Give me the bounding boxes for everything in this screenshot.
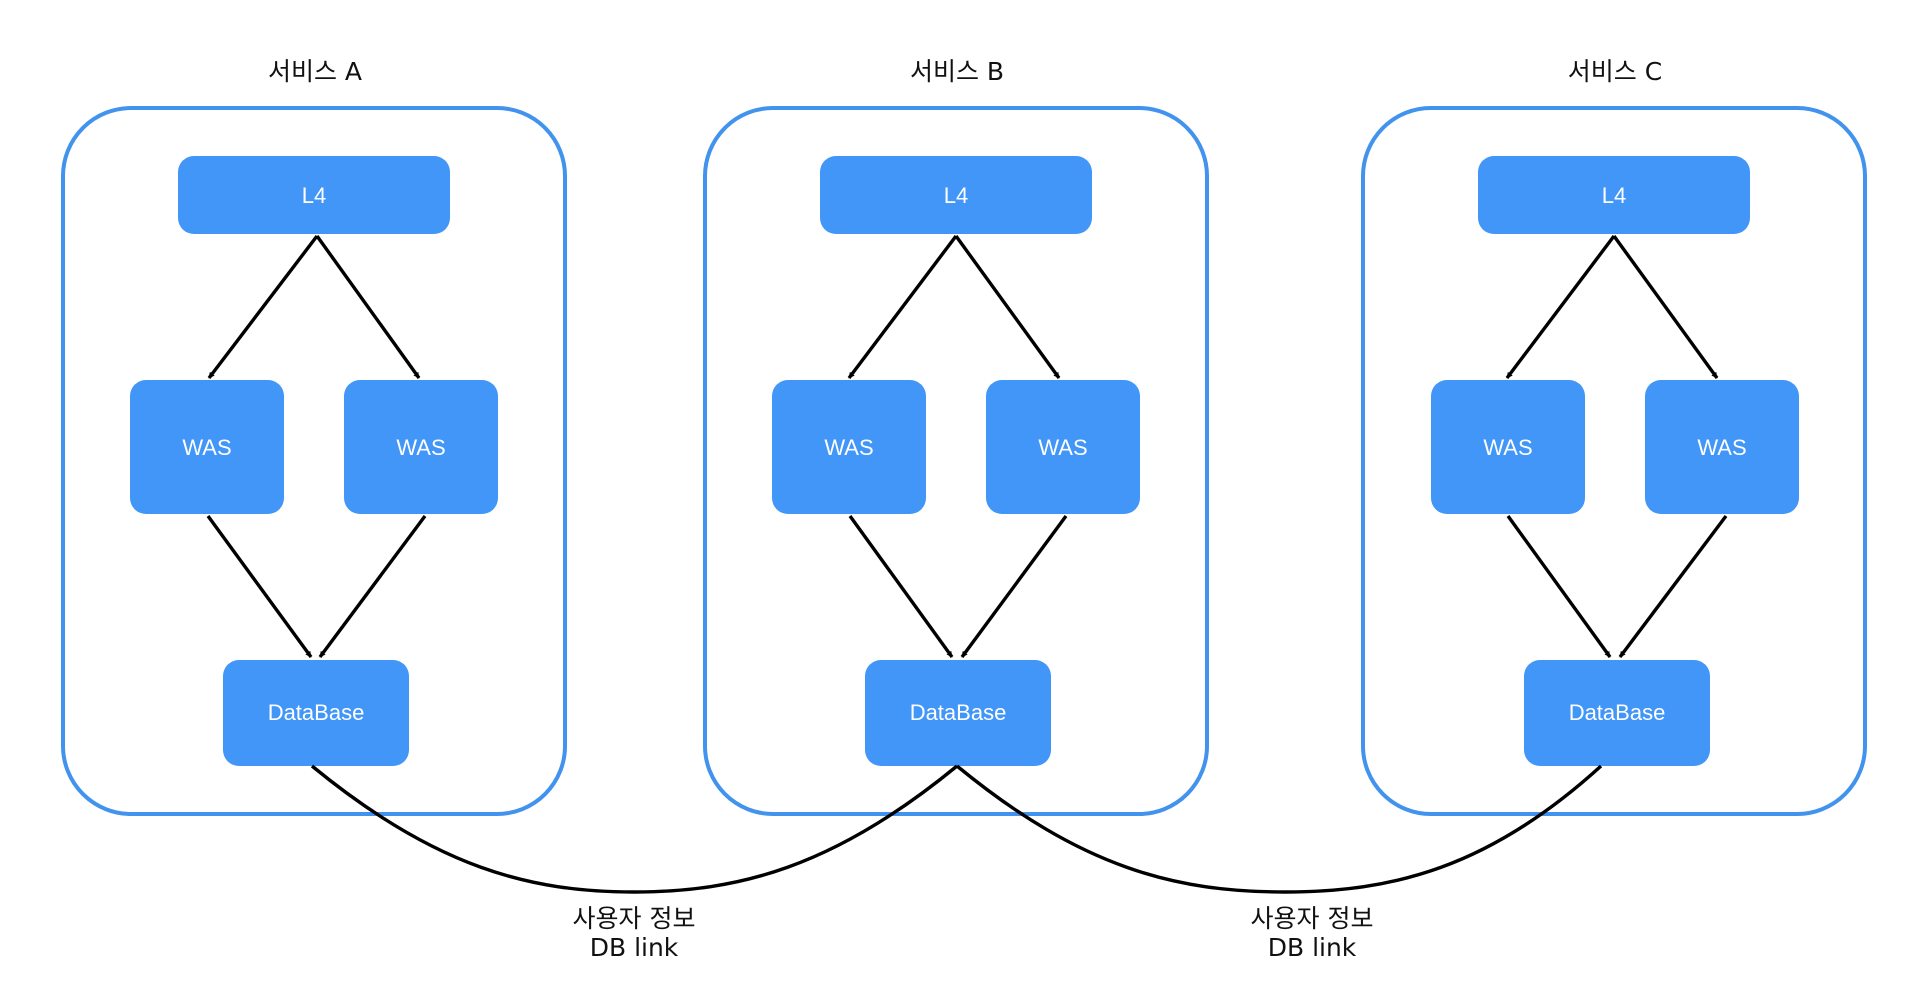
arrow-was-right-to-database <box>318 514 427 659</box>
arrow-was-left-to-database <box>848 515 954 658</box>
database-box <box>865 660 1051 766</box>
service-c-box <box>1361 106 1867 816</box>
l4-box <box>178 156 450 234</box>
was-label: WAS <box>1038 435 1087 460</box>
was-box <box>1645 380 1799 514</box>
service-c-title: 서비스 C <box>1568 57 1662 86</box>
service-b-database-node[interactable]: DataBase <box>865 660 1051 766</box>
arrow-was-right-to-database <box>1618 514 1728 659</box>
arrow-was-right-to-database <box>960 514 1068 659</box>
db-link-curve-b-c <box>955 764 1603 894</box>
arrow-was-left-to-database <box>206 514 313 659</box>
service-c-was-node-left[interactable]: WAS <box>1431 380 1585 514</box>
l4-label: L4 <box>302 183 326 208</box>
service-c-was-node-right[interactable]: WAS <box>1645 380 1799 514</box>
db-link-label-line1: 사용자 정보 <box>1251 904 1374 933</box>
arrow-was-left-to-database <box>1506 515 1612 658</box>
service-a-was-node-right[interactable]: WAS <box>344 380 498 514</box>
was-box <box>1431 380 1585 514</box>
was-box <box>344 380 498 514</box>
service-a-was-node-left[interactable]: WAS <box>130 380 284 514</box>
arrow-l4-to-was-right <box>1612 235 1719 379</box>
db-link-label-line1: 사용자 정보 <box>573 904 696 933</box>
database-label: DataBase <box>268 700 365 725</box>
was-box <box>130 380 284 514</box>
arrow-l4-to-was-left <box>1505 234 1616 380</box>
was-label: WAS <box>1483 435 1532 460</box>
service-a-box <box>61 106 567 816</box>
l4-box <box>820 156 1092 234</box>
database-box <box>1524 660 1710 766</box>
service-a-title: 서비스 A <box>268 57 362 86</box>
was-box <box>986 380 1140 514</box>
arrow-l4-to-was-right <box>315 235 421 379</box>
service-c: 서비스 C L4 WAS WAS DataBase <box>1361 57 1867 816</box>
service-b-l4-node[interactable]: L4 <box>820 156 1092 234</box>
l4-label: L4 <box>1602 183 1626 208</box>
service-a: 서비스 A L4 WAS WAS DataBase <box>61 57 567 816</box>
db-link-label-line2: DB link <box>1268 933 1357 962</box>
service-b-was-node-right[interactable]: WAS <box>986 380 1140 514</box>
service-c-l4-node[interactable]: L4 <box>1478 156 1750 234</box>
db-link-label-a-b: 사용자 정보 DB link <box>573 904 696 962</box>
database-box <box>223 660 409 766</box>
was-label: WAS <box>182 435 231 460</box>
service-b-box <box>703 106 1209 816</box>
was-label: WAS <box>1697 435 1746 460</box>
service-a-database-node[interactable]: DataBase <box>223 660 409 766</box>
was-label: WAS <box>396 435 445 460</box>
db-link-label-line2: DB link <box>590 933 679 962</box>
was-label: WAS <box>824 435 873 460</box>
service-b-was-node-left[interactable]: WAS <box>772 380 926 514</box>
db-link-label-b-c: 사용자 정보 DB link <box>1251 904 1374 962</box>
arrow-l4-to-was-right <box>954 235 1061 379</box>
l4-label: L4 <box>944 183 968 208</box>
service-c-database-node[interactable]: DataBase <box>1524 660 1710 766</box>
service-b-title: 서비스 B <box>910 57 1004 86</box>
arrow-l4-to-was-left <box>847 234 958 380</box>
database-label: DataBase <box>1569 700 1666 725</box>
service-a-l4-node[interactable]: L4 <box>178 156 450 234</box>
l4-box <box>1478 156 1750 234</box>
db-link-curve-a-b <box>310 764 959 894</box>
was-box <box>772 380 926 514</box>
database-label: DataBase <box>910 700 1007 725</box>
arrow-l4-to-was-left <box>207 234 319 380</box>
service-b: 서비스 B L4 WAS WAS DataBase <box>703 57 1209 816</box>
